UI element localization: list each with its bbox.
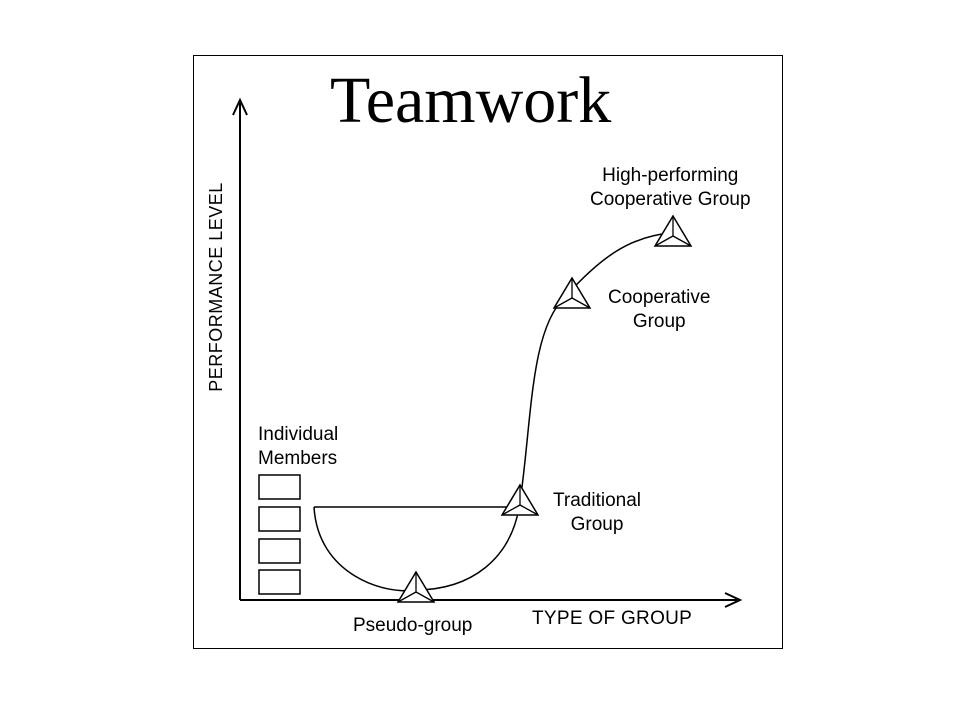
traditional-group-line2: Group (570, 514, 624, 535)
page-title: Teamwork (330, 64, 612, 137)
pseudo-group-marker (396, 570, 436, 603)
high-performing-group-label: High-performing Cooperative Group (590, 164, 751, 212)
y-axis-arrowhead (232, 97, 248, 116)
traditional-group-marker (500, 483, 540, 516)
high-performing-group-line1: High-performing (602, 165, 739, 186)
high-performing-group-line2: Cooperative Group (590, 189, 751, 210)
individual-members-label: Individual Members (258, 423, 338, 471)
cooperative-group-line2: Group (632, 311, 686, 332)
individual-members-line2: Members (258, 448, 338, 469)
member-box (258, 506, 301, 532)
high-performing-group-marker (653, 214, 693, 247)
member-box (258, 538, 301, 564)
member-box (258, 569, 301, 595)
cooperative-group-label: Cooperative Group (608, 286, 710, 334)
x-axis-arrowhead (724, 592, 743, 608)
diagram-frame (193, 55, 783, 649)
individual-members-line1: Individual (258, 424, 339, 445)
individual-members-boxes (258, 474, 301, 595)
y-axis-label: PERFORMANCE LEVEL (206, 182, 226, 392)
member-box (258, 474, 301, 500)
x-axis-label: TYPE OF GROUP (532, 608, 693, 629)
cooperative-group-line1: Cooperative (608, 287, 711, 308)
pseudo-group-label: Pseudo-group (353, 615, 473, 636)
traditional-group-label: Traditional Group (553, 489, 641, 537)
cooperative-group-marker (552, 276, 592, 309)
traditional-group-line1: Traditional (553, 490, 642, 511)
